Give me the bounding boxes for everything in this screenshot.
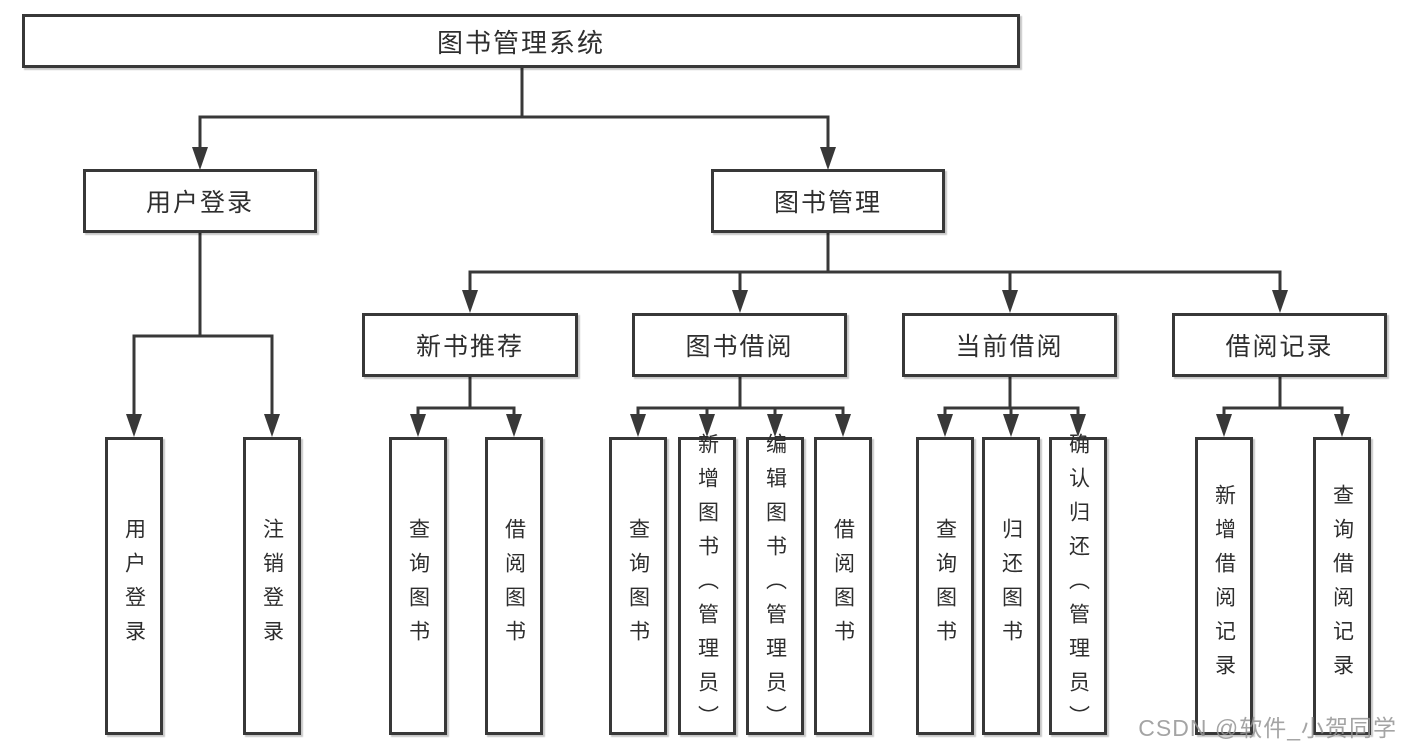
leaf-return-books: 归还图书 xyxy=(982,437,1040,735)
leaf-add-borrow-record: 新增借阅记录 xyxy=(1195,437,1253,735)
node-label: 查询图书 xyxy=(406,518,430,654)
node-label: 用户登录 xyxy=(145,189,254,217)
node-label: 确认归还（管理员） xyxy=(1066,433,1090,739)
node-library-system: 图书管理系统 xyxy=(22,14,1020,68)
node-label: 新增图书（管理员） xyxy=(695,433,719,739)
node-label: 借阅图书 xyxy=(502,518,526,654)
arrowheads xyxy=(126,147,1350,437)
node-label: 新书推荐 xyxy=(415,333,524,361)
node-label: 新增借阅记录 xyxy=(1212,484,1236,688)
node-label: 图书管理系统 xyxy=(436,27,605,58)
leaf-add-books-admin: 新增图书（管理员） xyxy=(678,433,736,739)
leaf-query-books-borrow: 查询图书 xyxy=(609,437,667,735)
node-label: 查询图书 xyxy=(933,518,957,654)
node-label: 当前借阅 xyxy=(955,333,1064,361)
node-label: 编辑图书（管理员） xyxy=(763,433,787,739)
node-user-login: 用户登录 xyxy=(83,169,317,233)
node-new-book-recommend: 新书推荐 xyxy=(362,313,578,377)
node-label: 归还图书 xyxy=(999,518,1023,654)
leaf-logout: 注销登录 xyxy=(243,437,301,735)
node-label: 注销登录 xyxy=(260,518,284,654)
leaf-edit-books-admin: 编辑图书（管理员） xyxy=(746,433,804,739)
node-book-borrow: 图书借阅 xyxy=(632,313,847,377)
node-borrow-records: 借阅记录 xyxy=(1172,313,1387,377)
node-label: 图书借阅 xyxy=(685,333,794,361)
leaf-borrow-books: 借阅图书 xyxy=(814,437,872,735)
node-label: 查询图书 xyxy=(626,518,650,654)
node-book-management: 图书管理 xyxy=(711,169,945,233)
node-label: 图书管理 xyxy=(773,189,882,217)
csdn-watermark: CSDN @软件_小贺同学 xyxy=(1138,715,1397,741)
node-current-borrow: 当前借阅 xyxy=(902,313,1117,377)
node-label: 用户登录 xyxy=(122,518,146,654)
node-label: 借阅记录 xyxy=(1225,333,1334,361)
leaf-query-books-recommend: 查询图书 xyxy=(389,437,447,735)
leaf-query-borrow-record: 查询借阅记录 xyxy=(1313,437,1371,735)
leaf-query-books-current: 查询图书 xyxy=(916,437,974,735)
leaf-confirm-return-admin: 确认归还（管理员） xyxy=(1049,433,1107,739)
leaf-user-login: 用户登录 xyxy=(105,437,163,735)
leaf-borrow-books-recommend: 借阅图书 xyxy=(485,437,543,735)
node-label: 查询借阅记录 xyxy=(1330,484,1354,688)
node-label: 借阅图书 xyxy=(831,518,855,654)
